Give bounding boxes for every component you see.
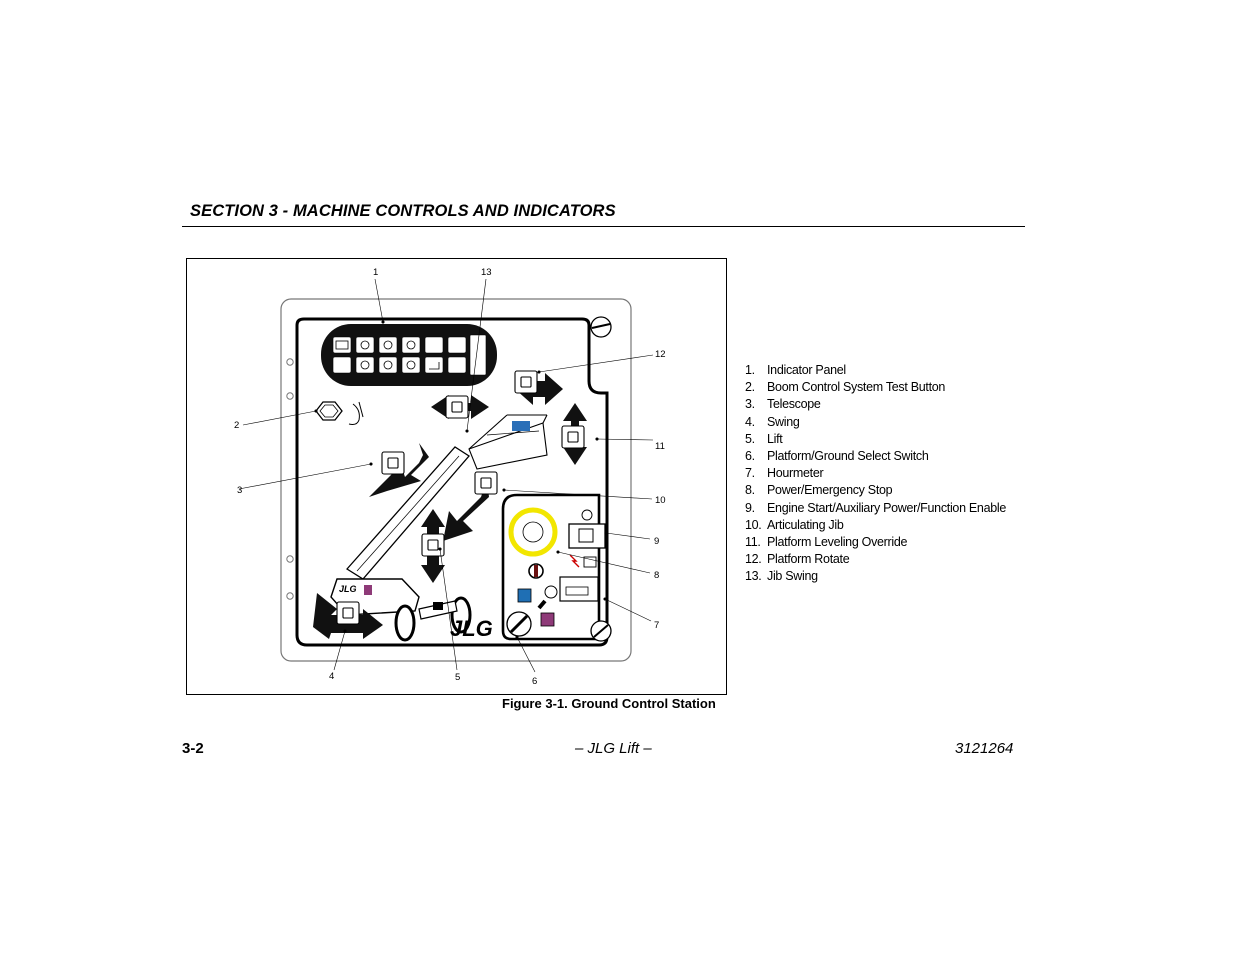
- figure-frame: JLG: [186, 258, 727, 695]
- page-number: 3-2: [182, 740, 204, 757]
- footer-center-text: – JLG Lift –: [575, 740, 652, 757]
- white-indicator: [544, 585, 558, 599]
- callout-7: 7: [654, 620, 659, 631]
- legend-item: 1.Indicator Panel: [745, 363, 846, 377]
- hourmeter: [559, 576, 599, 602]
- power-emergency-stop: [508, 507, 558, 557]
- top-right-knob: [590, 316, 612, 338]
- callout-3: 3: [237, 485, 242, 496]
- legend-item: 2.Boom Control System Test Button: [745, 380, 946, 395]
- legend-item: 10.Articulating Jib: [745, 517, 844, 532]
- ground-control-station-diagram: JLG: [234, 267, 666, 687]
- bottom-right-knob: [590, 620, 612, 642]
- toggle-switches: [336, 370, 585, 625]
- jlg-logo: JLG: [450, 616, 493, 641]
- callout-10: 10: [655, 495, 666, 506]
- platform-decal: [512, 421, 530, 431]
- callout-2: 2: [234, 420, 239, 431]
- callout-9: 9: [654, 536, 659, 547]
- machine-decal-text: JLG: [339, 584, 357, 594]
- figure-caption: Figure 3-1. Ground Control Station: [502, 696, 716, 711]
- blue-button: [517, 588, 532, 603]
- purple-button: [540, 612, 555, 627]
- legend-item: 4.Swing: [745, 414, 800, 429]
- legend-item: 12.Platform Rotate: [745, 552, 850, 567]
- leader-lines: [238, 278, 654, 673]
- platform-ground-select-switch: [506, 611, 532, 637]
- legend-list: 1.Indicator Panel 2.Boom Control System …: [745, 362, 1006, 585]
- legend-item: 13.Jib Swing: [745, 569, 818, 584]
- panel-screws: [286, 358, 294, 600]
- machine-decal-square: [364, 585, 372, 595]
- legend-item: 11.Platform Leveling Override: [745, 534, 908, 549]
- callout-11: 11: [655, 441, 665, 452]
- legend-item: 5.Lift: [745, 431, 783, 446]
- boom-control-system-test-button: [315, 401, 364, 425]
- legend-item: 7.Hourmeter: [745, 466, 824, 481]
- section-title: SECTION 3 - MACHINE CONTROLS AND INDICAT…: [190, 202, 616, 220]
- lower-right-subpanel: [501, 493, 601, 641]
- callout-13: 13: [481, 267, 492, 278]
- callout-8: 8: [654, 570, 659, 581]
- callout-12: 12: [655, 349, 666, 360]
- document-number: 3121264: [955, 740, 1014, 757]
- engine-start-switch: [568, 509, 606, 568]
- callout-6: 6: [532, 676, 537, 687]
- callout-4: 4: [329, 671, 334, 682]
- header-rule: [182, 226, 1025, 227]
- callout-5: 5: [455, 672, 460, 683]
- legend-item: 8.Power/Emergency Stop: [745, 483, 893, 498]
- legend-item: 9.Engine Start/Auxiliary Power/Function …: [745, 500, 1007, 515]
- callout-1: 1: [373, 267, 378, 278]
- legend-item: 3.Telescope: [745, 397, 821, 412]
- legend-item: 6.Platform/Ground Select Switch: [745, 448, 929, 463]
- indicator-panel: [321, 324, 497, 386]
